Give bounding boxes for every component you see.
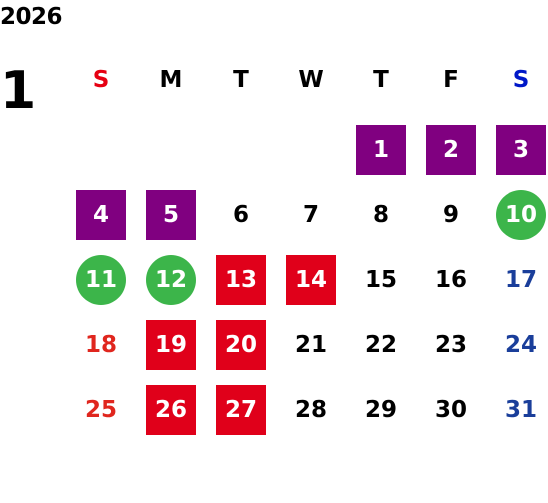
- day-16[interactable]: 16: [434, 267, 467, 293]
- weekday-5: F: [443, 67, 459, 93]
- day-7[interactable]: 7: [302, 202, 319, 228]
- day-28[interactable]: 28: [294, 397, 327, 423]
- month-number: 1: [0, 61, 37, 121]
- day-14[interactable]: 14: [286, 255, 336, 305]
- weekday-2: T: [233, 67, 249, 93]
- day-19[interactable]: 19: [146, 320, 196, 370]
- weekday-0: S: [92, 67, 110, 93]
- day-18[interactable]: 18: [84, 332, 117, 358]
- day-2[interactable]: 2: [426, 125, 476, 175]
- day-11[interactable]: 11: [76, 255, 126, 305]
- day-8[interactable]: 8: [372, 202, 389, 228]
- weekday-1: M: [159, 67, 183, 93]
- day-1[interactable]: 1: [356, 125, 406, 175]
- day-31[interactable]: 31: [504, 397, 537, 423]
- year-label: 2026: [0, 4, 63, 30]
- day-4[interactable]: 4: [76, 190, 126, 240]
- day-12[interactable]: 12: [146, 255, 196, 305]
- day-26[interactable]: 26: [146, 385, 196, 435]
- day-27[interactable]: 27: [216, 385, 266, 435]
- day-24[interactable]: 24: [504, 332, 537, 358]
- weekday-6: S: [512, 67, 530, 93]
- day-6[interactable]: 6: [232, 202, 249, 228]
- day-10[interactable]: 10: [496, 190, 546, 240]
- weekday-4: T: [373, 67, 389, 93]
- day-3[interactable]: 3: [496, 125, 546, 175]
- day-21[interactable]: 21: [294, 332, 327, 358]
- day-20[interactable]: 20: [216, 320, 266, 370]
- day-9[interactable]: 9: [442, 202, 459, 228]
- weekday-3: W: [298, 67, 324, 93]
- day-13[interactable]: 13: [216, 255, 266, 305]
- day-23[interactable]: 23: [434, 332, 467, 358]
- day-17[interactable]: 17: [504, 267, 537, 293]
- day-25[interactable]: 25: [84, 397, 117, 423]
- day-5[interactable]: 5: [146, 190, 196, 240]
- day-22[interactable]: 22: [364, 332, 397, 358]
- day-30[interactable]: 30: [434, 397, 467, 423]
- day-29[interactable]: 29: [364, 397, 397, 423]
- day-15[interactable]: 15: [364, 267, 397, 293]
